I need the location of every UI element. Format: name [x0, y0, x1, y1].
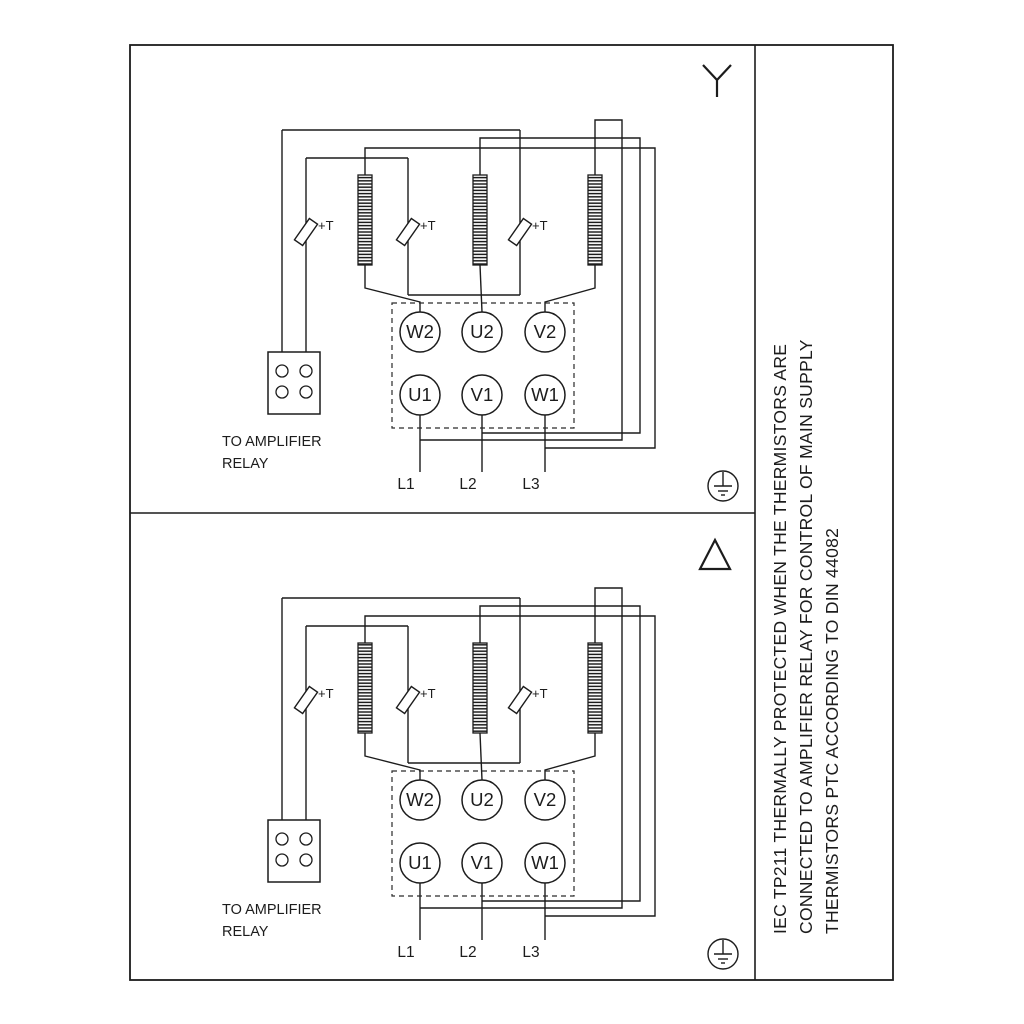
terminal-v2 [524, 779, 566, 821]
thermistor-label: +T [420, 686, 436, 701]
supply-labels: L1 L2 L3 [397, 944, 539, 961]
relay-caption-line-2: RELAY [222, 456, 269, 472]
thermistor-label: +T [532, 686, 548, 701]
diagram-frame [129, 44, 894, 981]
earth-ground-icon [707, 938, 739, 970]
motor-windings [357, 642, 603, 734]
terminal-w2 [399, 779, 441, 821]
thermistor-label: +T [318, 686, 334, 701]
winding-coil-2 [472, 174, 488, 266]
relay-caption-line-1: TO AMPLIFIER [222, 434, 322, 450]
winding-coil-1 [357, 642, 373, 734]
terminal-label-v2: V2 [534, 789, 557, 810]
relay-terminal-pin [275, 385, 289, 399]
star-connection-icon [702, 64, 732, 97]
terminal-u2 [461, 311, 503, 353]
relay-caption-line-1: TO AMPLIFIER [222, 902, 322, 918]
terminal-label-v1: V1 [471, 384, 494, 405]
relay-caption-line-2: RELAY [222, 924, 269, 940]
thermistors: +T +T +T [293, 217, 548, 247]
side-note-line-1: IEC TP211 THERMALLY PROTECTED WHEN THE T… [770, 344, 790, 934]
side-note-line-3: THERMISTORS PTC ACCORDING TO DIN 44082 [822, 528, 842, 934]
earth-ground-icon [707, 470, 739, 502]
terminal-v1 [461, 374, 503, 416]
terminal-labels: W2 U2 V2 U1 V1 W1 [406, 789, 559, 873]
thermistor-label: +T [420, 218, 436, 233]
panel-delta: +T +T +T W2 U2 V2 U1 V1 W1 L1 L2 L3 [222, 537, 739, 970]
supply-label-l1: L1 [397, 476, 414, 493]
relay-terminal-pin [275, 853, 289, 867]
terminal-label-w2: W2 [406, 321, 434, 342]
panel-star: +T +T +T W2 U2 V2 U1 V1 W1 L1 L2 L3 [222, 64, 739, 502]
terminal-labels: W2 U2 V2 U1 V1 W1 [406, 321, 559, 405]
terminal-label-v1: V1 [471, 852, 494, 873]
terminal-board-outline [391, 302, 575, 429]
relay-terminal-pin [299, 832, 313, 846]
relay-terminal-pin [275, 364, 289, 378]
terminal-label-u2: U2 [470, 321, 494, 342]
terminal-w1 [524, 374, 566, 416]
terminal-u2 [461, 779, 503, 821]
terminal-label-u2: U2 [470, 789, 494, 810]
terminal-label-w1: W1 [531, 384, 559, 405]
thermistor-icon-1 [293, 217, 319, 247]
terminal-label-u1: U1 [408, 852, 432, 873]
terminal-u1 [399, 374, 441, 416]
relay-terminal-pin [299, 364, 313, 378]
terminal-label-w1: W1 [531, 852, 559, 873]
supply-labels: L1 L2 L3 [397, 476, 539, 493]
thermistor-icon-2 [395, 217, 421, 247]
relay-terminal-pin [299, 853, 313, 867]
terminal-circles [399, 779, 566, 884]
supply-label-l3: L3 [522, 476, 539, 493]
relay-terminal-box [267, 351, 321, 415]
thermistor-icon-2 [395, 685, 421, 715]
supply-label-l1: L1 [397, 944, 414, 961]
winding-coil-3 [587, 642, 603, 734]
terminal-v1 [461, 842, 503, 884]
terminal-w1 [524, 842, 566, 884]
terminal-board-outline [391, 770, 575, 897]
relay-caption: TO AMPLIFIER RELAY [222, 434, 322, 472]
terminal-v2 [524, 311, 566, 353]
winding-coil-1 [357, 174, 373, 266]
terminal-label-v2: V2 [534, 321, 557, 342]
thermistor-icon-3 [507, 217, 533, 247]
supply-label-l2: L2 [459, 476, 476, 493]
winding-coil-3 [587, 174, 603, 266]
side-note: IEC TP211 THERMALLY PROTECTED WHEN THE T… [770, 339, 842, 934]
terminal-label-u1: U1 [408, 384, 432, 405]
terminal-label-w2: W2 [406, 789, 434, 810]
terminal-w2 [399, 311, 441, 353]
thermistors: +T +T +T [293, 685, 548, 715]
relay-terminal-pin [275, 832, 289, 846]
terminal-u1 [399, 842, 441, 884]
terminal-circles [399, 311, 566, 416]
wiring-lines [281, 587, 656, 940]
winding-coil-2 [472, 642, 488, 734]
relay-terminal-pin [299, 385, 313, 399]
thermistor-icon-1 [293, 685, 319, 715]
motor-windings [357, 174, 603, 266]
relay-caption: TO AMPLIFIER RELAY [222, 902, 322, 940]
thermistor-label: +T [532, 218, 548, 233]
thermistor-icon-3 [507, 685, 533, 715]
side-note-line-2: CONNECTED TO AMPLIFIER RELAY FOR CONTROL… [796, 339, 816, 934]
relay-terminal-box [267, 819, 321, 883]
thermistor-label: +T [318, 218, 334, 233]
wiring-lines [281, 119, 656, 472]
supply-label-l3: L3 [522, 944, 539, 961]
delta-connection-icon [698, 537, 732, 571]
supply-label-l2: L2 [459, 944, 476, 961]
